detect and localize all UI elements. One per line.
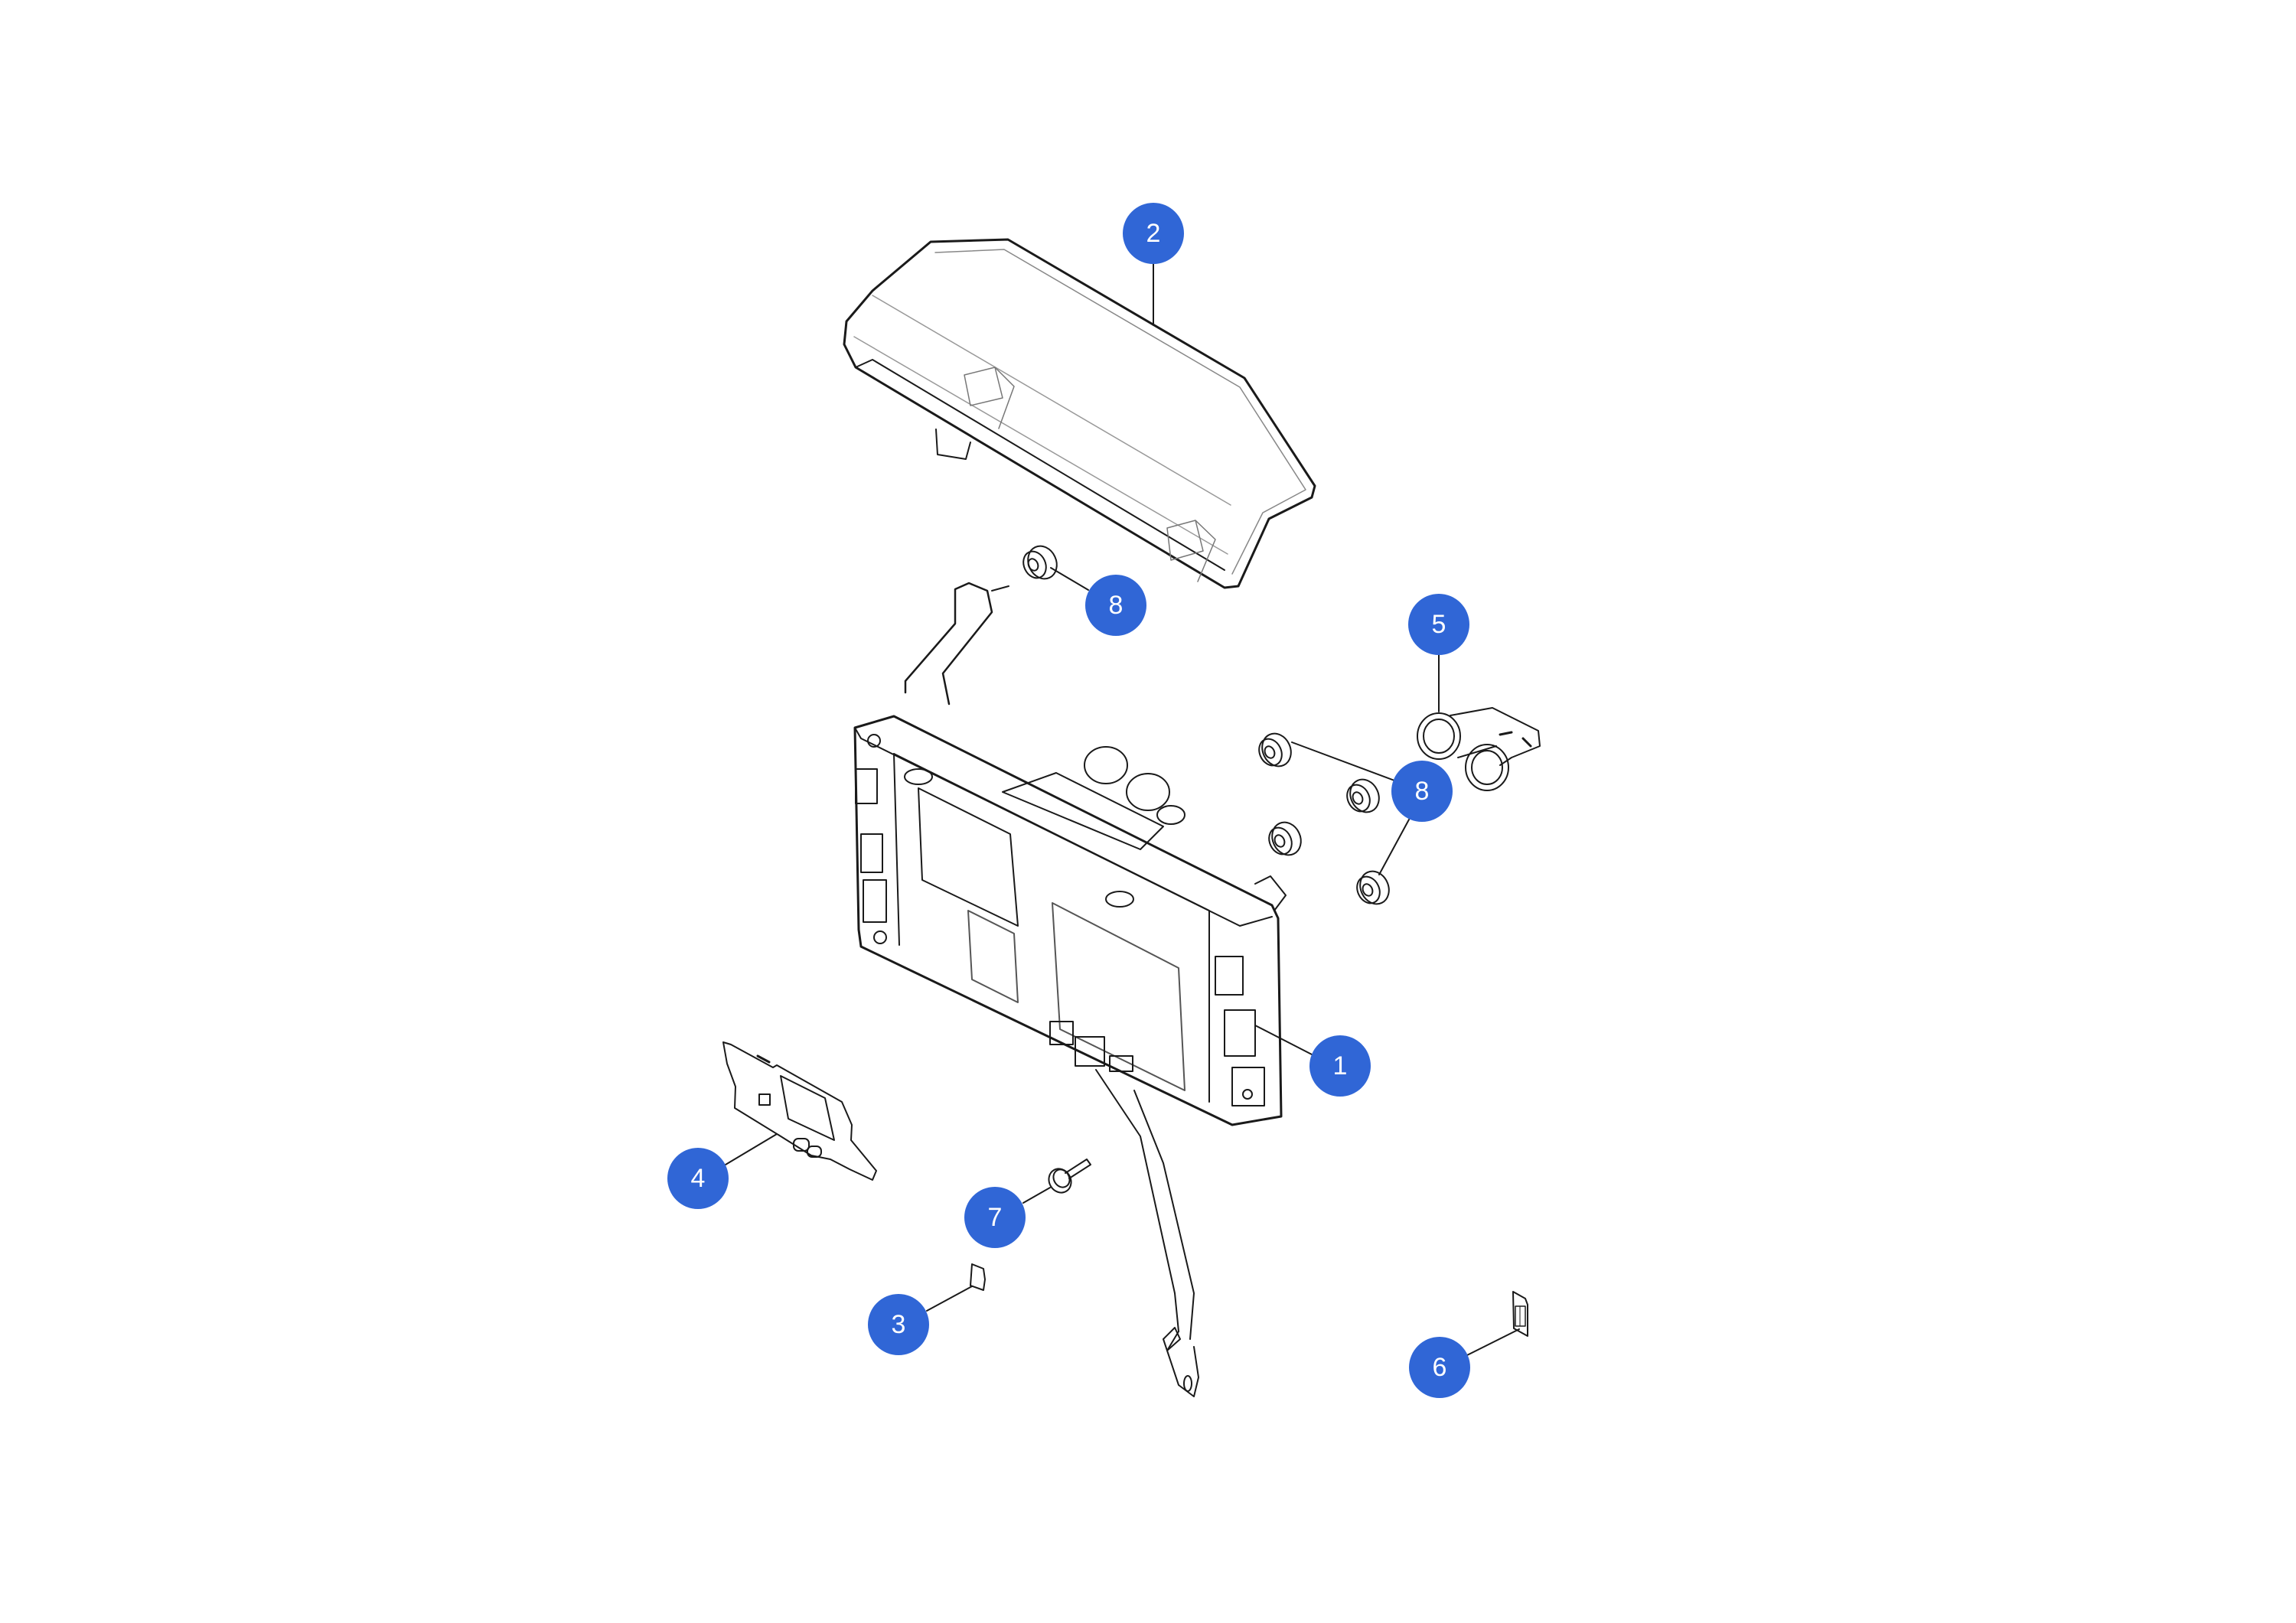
leader-line-1 — [1254, 1025, 1313, 1055]
cover-part — [843, 238, 1316, 589]
leader-line-8-upper — [1050, 567, 1089, 591]
bolt-part — [1048, 1159, 1091, 1194]
callout-label: 2 — [1146, 219, 1161, 248]
callout-label: 1 — [1332, 1051, 1348, 1080]
leader-line-7 — [1022, 1187, 1051, 1204]
callout-8-right[interactable]: 8 — [1391, 761, 1453, 822]
callout-2[interactable]: 2 — [1123, 203, 1184, 264]
callout-1[interactable]: 1 — [1309, 1035, 1371, 1097]
callout-6[interactable]: 6 — [1409, 1337, 1470, 1398]
callout-label: 8 — [1414, 777, 1430, 806]
ground-cable — [1095, 1069, 1199, 1397]
main-module-part — [853, 582, 1287, 1126]
leader-line-6 — [1466, 1328, 1520, 1356]
nut-upper — [1022, 545, 1058, 580]
nuts-right — [1258, 732, 1390, 905]
callout-label: 3 — [891, 1310, 906, 1339]
callout-5[interactable]: 5 — [1408, 594, 1469, 655]
callout-4[interactable]: 4 — [667, 1148, 729, 1209]
leader-line-4 — [725, 1133, 778, 1165]
callout-label: 7 — [987, 1203, 1003, 1232]
sim-card-part — [1512, 1291, 1528, 1337]
callout-label: 4 — [690, 1164, 706, 1193]
callout-label: 5 — [1431, 610, 1446, 639]
callout-label: 8 — [1108, 591, 1124, 620]
callout-7[interactable]: 7 — [964, 1187, 1026, 1248]
circuit-board-part — [722, 1041, 877, 1181]
dual-connector-part — [1417, 707, 1541, 791]
micro-sd-part — [970, 1263, 986, 1291]
leader-line-3 — [926, 1286, 973, 1312]
callout-3[interactable]: 3 — [868, 1294, 929, 1355]
leader-line-8-right-b — [1378, 819, 1410, 875]
leader-line-8-right-a — [1291, 741, 1395, 781]
callout-label: 6 — [1432, 1353, 1447, 1382]
callout-8-upper[interactable]: 8 — [1085, 575, 1146, 636]
